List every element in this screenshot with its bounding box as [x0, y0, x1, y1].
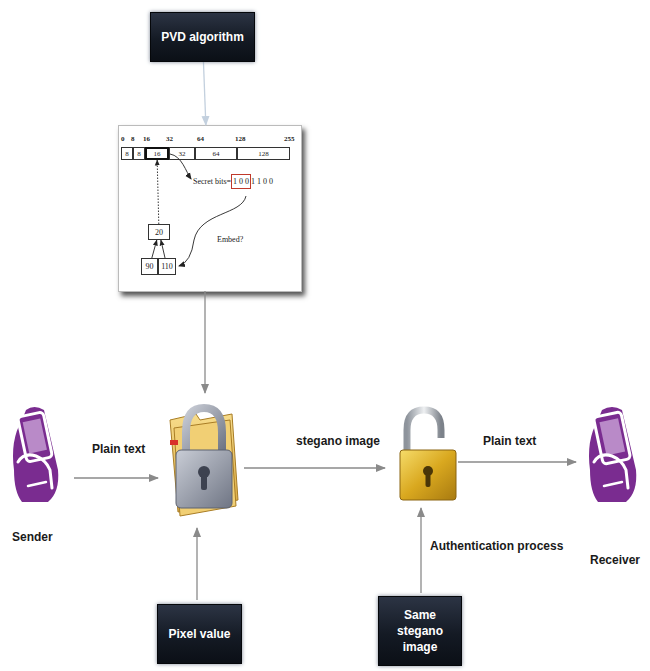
node-text: 16 — [154, 150, 161, 158]
range-cell: 64 — [195, 147, 237, 160]
flow-label: stegano image — [296, 434, 380, 448]
connector-arrow — [161, 240, 165, 258]
input-box: Same stegano image — [378, 596, 462, 666]
node-text: 90 — [146, 262, 154, 271]
range-cell: 16 — [145, 147, 169, 160]
open-lock-icon — [400, 410, 456, 500]
pixel-box: 90 — [141, 258, 158, 275]
connector-arrow — [157, 160, 159, 224]
pixel-box: 110 — [158, 258, 176, 275]
lock-folder-icon — [170, 408, 238, 516]
node-text: 8 — [137, 150, 141, 158]
scale-number: 64 — [197, 135, 204, 143]
node-text: 110 — [161, 262, 173, 271]
node-text: Same stegano image — [387, 607, 453, 656]
scale-number: 16 — [143, 135, 150, 143]
phone-icon — [589, 407, 636, 502]
scale-number: 8 — [131, 135, 135, 143]
flow-label: Receiver — [590, 553, 640, 567]
pvd-figure: Secret bits= 1 0 0 1 1 0 0Embed?88163264… — [118, 125, 300, 290]
flow-label: Sender — [12, 530, 53, 544]
node-text: 32 — [179, 150, 186, 158]
flow-label: Plain text — [483, 434, 536, 448]
node-text: PVD algorithm — [161, 29, 244, 45]
scale-number: 0 — [121, 135, 125, 143]
range-cell: 128 — [237, 147, 290, 160]
connector-arrow — [203, 62, 205, 125]
node-text: 20 — [155, 228, 163, 237]
scale-number: 255 — [284, 135, 295, 143]
embed-text: Embed? — [217, 235, 243, 244]
scale-number: 32 — [166, 135, 173, 143]
flow-label: Plain text — [92, 442, 145, 456]
range-cell: 8 — [133, 147, 145, 160]
connector-arrow — [152, 240, 157, 258]
node-text: 128 — [258, 150, 269, 158]
secret-bits-text: Secret bits= 1 0 0 1 1 0 0 — [193, 177, 273, 186]
input-box: Pixel value — [157, 604, 242, 664]
title-box: PVD algorithm — [150, 12, 255, 62]
range-cell: 32 — [169, 147, 195, 160]
flow-label: Authentication process — [430, 539, 563, 553]
node-text: 8 — [125, 150, 129, 158]
node-text: Pixel value — [168, 626, 230, 642]
node-text: 64 — [213, 150, 220, 158]
difference-box: 20 — [148, 224, 170, 240]
phone-icon — [0, 407, 68, 502]
scale-number: 128 — [235, 135, 246, 143]
range-cell: 8 — [121, 147, 133, 160]
